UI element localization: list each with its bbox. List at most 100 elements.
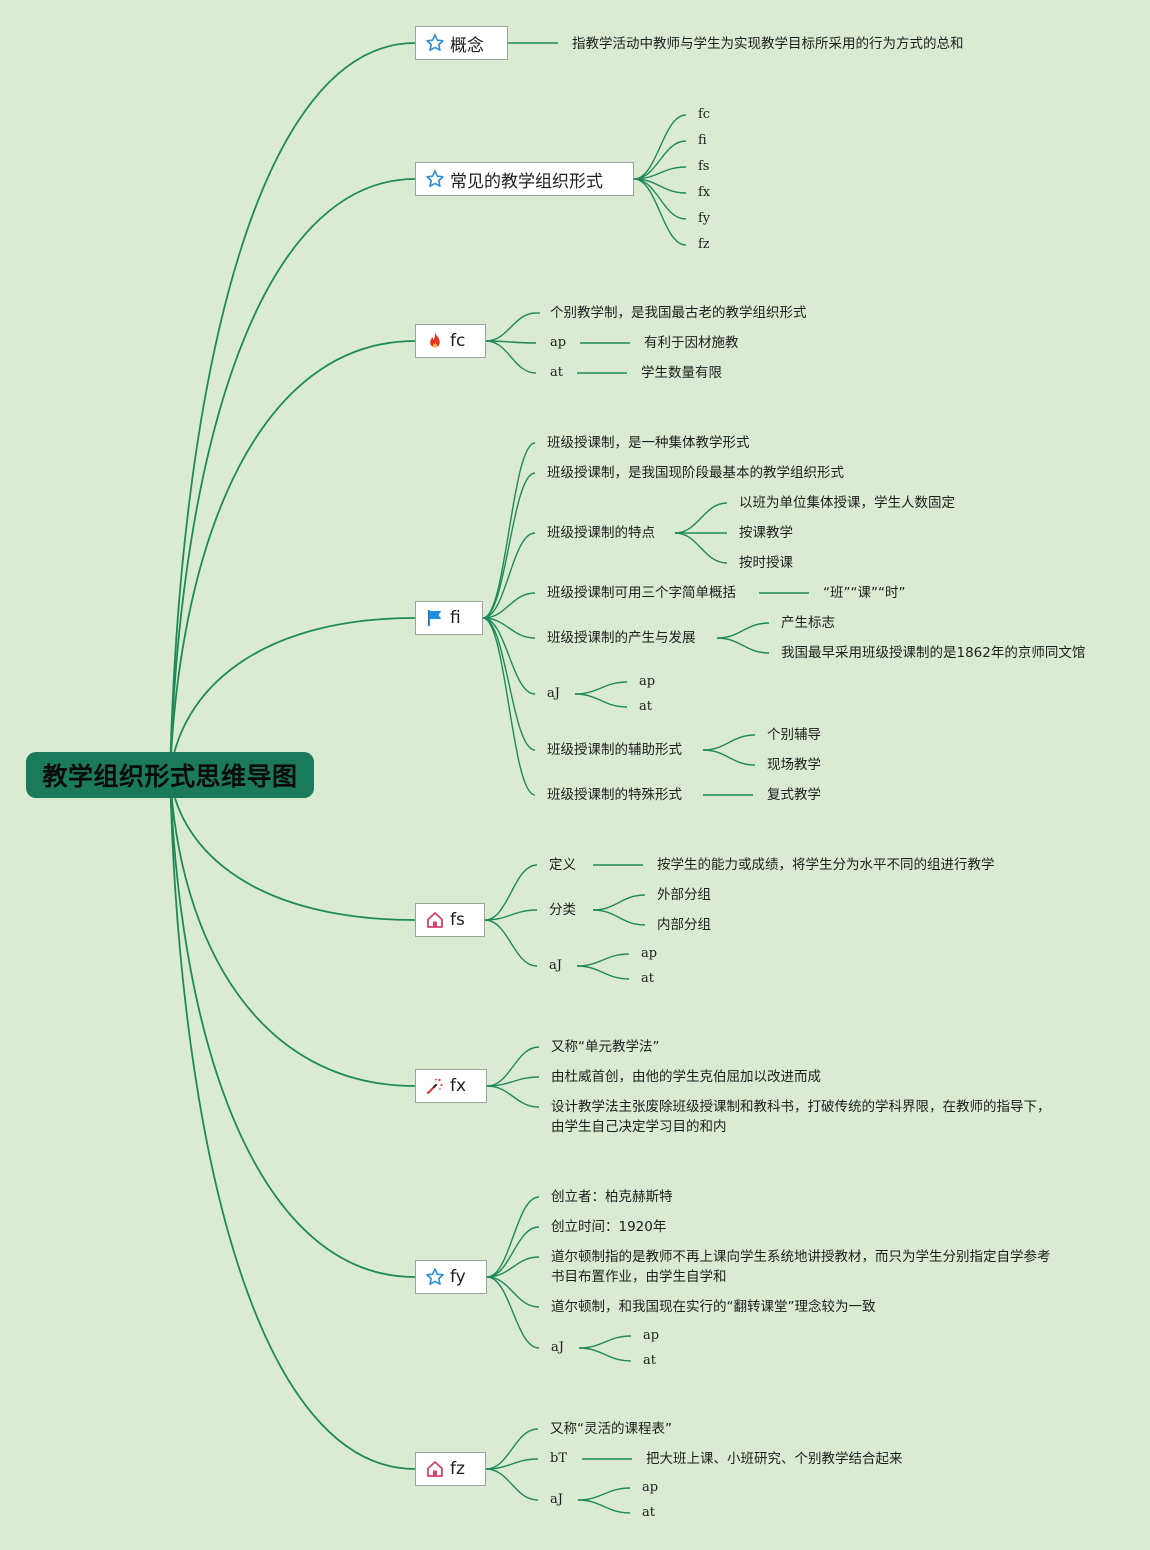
fi-origin-connector xyxy=(716,622,770,639)
branch-fy[interactable]: fy xyxy=(415,1260,487,1294)
fy-aj-connector xyxy=(578,1335,632,1349)
fx-item-0: 又称“单元教学法” xyxy=(551,1039,660,1055)
fi-summary-text: “班”“课”“时” xyxy=(823,585,906,601)
root-to-common xyxy=(169,178,416,776)
common-connector xyxy=(633,178,687,246)
fi-features: 班级授课制的特点 xyxy=(547,525,655,541)
branch-fi[interactable]: fi xyxy=(415,601,483,635)
branch-concept[interactable]: 概念 xyxy=(415,26,508,60)
branch-label: 常见的教学组织形式 xyxy=(450,171,603,192)
fs-aj-ap: ap xyxy=(641,946,658,961)
fi-item-0: 班级授课制，是一种集体教学形式 xyxy=(547,435,750,451)
fs-connector xyxy=(484,909,538,921)
fy-aj-at: at xyxy=(643,1353,656,1368)
fx-connector xyxy=(486,1085,540,1108)
fx-connector xyxy=(486,1046,540,1087)
fi-connector xyxy=(482,617,536,695)
fi-connector xyxy=(482,617,536,751)
fi-special: 班级授课制的特殊形式 xyxy=(547,787,682,803)
branch-label: fi xyxy=(450,608,461,628)
fs-cat-connector xyxy=(592,909,646,926)
fi-aj-at: at xyxy=(639,699,652,714)
fc-ap-text: 有利于因材施教 xyxy=(644,335,739,351)
fi-aux-1: 现场教学 xyxy=(767,757,821,773)
fs-cat-connector xyxy=(592,894,646,911)
branch-fs[interactable]: fs xyxy=(415,903,485,937)
branch-fx[interactable]: fx xyxy=(415,1069,487,1103)
root-node[interactable]: 教学组织形式思维导图 xyxy=(26,752,314,798)
branch-label: fy xyxy=(450,1267,466,1287)
branch-label: fz xyxy=(450,1459,465,1479)
fy-item-3: 道尔顿制，和我国现在实行的“翻转课堂”理念较为一致 xyxy=(551,1299,876,1315)
branch-fc[interactable]: fc xyxy=(415,324,486,358)
flag-icon xyxy=(425,608,445,628)
fi-features-connector xyxy=(674,502,728,534)
fi-aux-connector xyxy=(702,749,756,766)
fi-connector xyxy=(482,617,536,796)
common-item-fi: fi xyxy=(698,133,707,148)
root-to-fx xyxy=(169,774,416,1087)
fi-features-connector xyxy=(674,532,728,564)
fi-aj-connector xyxy=(574,693,628,708)
fy-connector xyxy=(486,1256,540,1278)
branch-fz[interactable]: fz xyxy=(415,1452,486,1486)
branch-label: fs xyxy=(450,910,465,930)
fz-bt-text: 把大班上课、小班研究、个别教学结合起来 xyxy=(646,1451,903,1467)
root-to-fc xyxy=(169,340,416,776)
common-item-fc: fc xyxy=(698,107,711,122)
fs-cat-0: 外部分组 xyxy=(657,887,711,903)
fi-summary: 班级授课制可用三个字简单概括 xyxy=(547,585,736,601)
fy-item-0: 创立者：柏克赫斯特 xyxy=(551,1189,673,1205)
fi-feature-0: 以班为单位集体授课，学生人数固定 xyxy=(739,495,955,511)
fy-connector xyxy=(486,1276,540,1349)
fs-def-text: 按学生的能力或成绩，将学生分为水平不同的组进行教学 xyxy=(657,857,995,873)
fy-connector xyxy=(486,1196,540,1278)
fz-aj-connector xyxy=(577,1487,631,1501)
fy-item-1: 创立时间：1920年 xyxy=(551,1219,667,1235)
fs-aj-at: at xyxy=(641,971,654,986)
common-item-fx: fx xyxy=(698,185,711,200)
fi-connector xyxy=(482,617,536,639)
fs-cat-1: 内部分组 xyxy=(657,917,711,933)
branch-common-forms[interactable]: 常见的教学组织形式 xyxy=(415,162,634,196)
fy-item-2: 道尔顿制指的是教师不再上课向学生系统地讲授教材，而只为学生分别指定自学参考书目布… xyxy=(551,1249,1051,1285)
fi-connector xyxy=(482,592,536,619)
fi-connector xyxy=(482,532,536,619)
fc-ap-label: ap xyxy=(550,335,567,350)
fc-connector xyxy=(485,312,537,342)
fi-feature-2: 按时授课 xyxy=(739,555,793,571)
root-to-fy xyxy=(169,774,416,1278)
fz-aj: aJ xyxy=(550,1492,563,1507)
fi-aux: 班级授课制的辅助形式 xyxy=(547,742,682,758)
fs-aj-connector xyxy=(576,953,630,967)
fi-aux-0: 个别辅导 xyxy=(767,727,821,743)
fi-connector xyxy=(482,472,536,619)
root-to-fz xyxy=(169,774,416,1470)
fz-aj-ap: ap xyxy=(642,1480,659,1495)
fi-item-1: 班级授课制，是我国现阶段最基本的教学组织形式 xyxy=(547,465,844,481)
fi-special-text: 复式教学 xyxy=(767,787,821,803)
fc-connector xyxy=(485,340,537,374)
fi-origin-1: 我国最早采用班级授课制的是1862年的京师同文馆 xyxy=(781,645,1086,661)
fs-connector xyxy=(484,919,538,967)
fc-at-text: 学生数量有限 xyxy=(641,365,722,381)
fz-connector xyxy=(485,1468,539,1501)
common-item-fs: fs xyxy=(698,159,710,174)
fs-aj: aJ xyxy=(549,958,562,973)
fi-aj-connector xyxy=(574,681,628,695)
home-icon xyxy=(425,1459,445,1479)
common-item-fy: fy xyxy=(698,211,711,226)
fi-aux-connector xyxy=(702,734,756,751)
fz-connector xyxy=(485,1428,539,1470)
fz-bt: bT xyxy=(550,1451,567,1466)
branch-label: fc xyxy=(450,331,466,351)
branch-label: 概念 xyxy=(450,35,484,56)
fy-connector xyxy=(486,1276,540,1308)
fire-icon xyxy=(425,331,445,351)
root-to-fi xyxy=(169,617,416,776)
star-icon xyxy=(425,169,445,189)
root-to-fs xyxy=(169,774,416,921)
fz-item-0: 又称“灵活的课程表” xyxy=(550,1421,672,1437)
